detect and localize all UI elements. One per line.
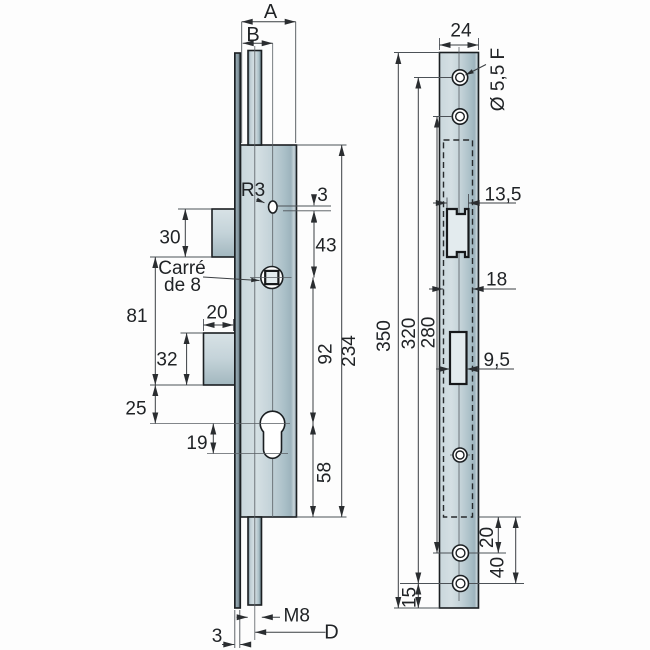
carre-leader [202,276,260,283]
dim-label-95: 9,5 [484,350,510,371]
front-view: 24 Ø 5,5 F 13,5 18 9,5 350 320 280 20 40… [374,21,524,609]
dim-label-58: 58 [315,462,336,483]
dim-label-19: 19 [186,433,207,454]
screw-holes [450,69,470,593]
latch-cutout [445,207,470,259]
dim-label-15f: 15 [400,587,421,608]
hole-centerline-ticks [150,277,292,454]
dim-label-m8: M8 [284,606,310,627]
dim-label-18: 18 [486,270,507,291]
dim-label-3-bottom: 3 [212,626,223,647]
dimension-lines-front [395,42,519,608]
latch-bolt-side [211,208,236,258]
dim-label-280: 280 [419,317,440,349]
hole-spec-label: Ø 5,5 F [488,48,509,111]
dim-label-81: 81 [126,306,147,327]
deadbolt-slot [448,330,468,386]
r3-leader [256,197,265,204]
dim-label-350: 350 [374,320,395,352]
extension-lines-side [150,21,347,648]
dim-label-b: B [246,24,259,46]
dim-label-234: 234 [339,335,360,367]
dim-label-32: 32 [156,350,177,371]
dim-label-40f: 40 [488,557,509,578]
dim-label-30: 30 [159,228,180,249]
dim-label-r3: R3 [241,180,265,201]
dead-bolt-side [202,332,236,386]
dim-label-24: 24 [450,21,472,42]
dim-label-20: 20 [206,303,227,324]
dim-label-135: 13,5 [485,185,522,206]
side-view: A B R3 3 30 Carré de 8 81 20 32 25 19 43… [125,1,360,648]
dim-label-25: 25 [125,399,146,420]
dim-label-20f: 20 [477,527,498,548]
dim-label-3-top: 3 [317,185,328,206]
square-note-line1: Carré [158,258,206,279]
dim-label-d: D [324,622,338,644]
square-note-line2: de 8 [164,275,201,296]
hidden-case-outline [442,139,474,518]
dim-label-92: 92 [316,343,337,364]
r3-drain-hole [267,200,278,214]
dim-label-320: 320 [399,318,420,350]
dim-label-43: 43 [315,236,336,257]
dim-label-a: A [264,1,278,23]
dimension-lines-side [152,18,345,648]
hole-spec-leader [465,64,487,76]
euro-cylinder-hole [259,410,286,460]
faceplate-edge [234,52,242,609]
